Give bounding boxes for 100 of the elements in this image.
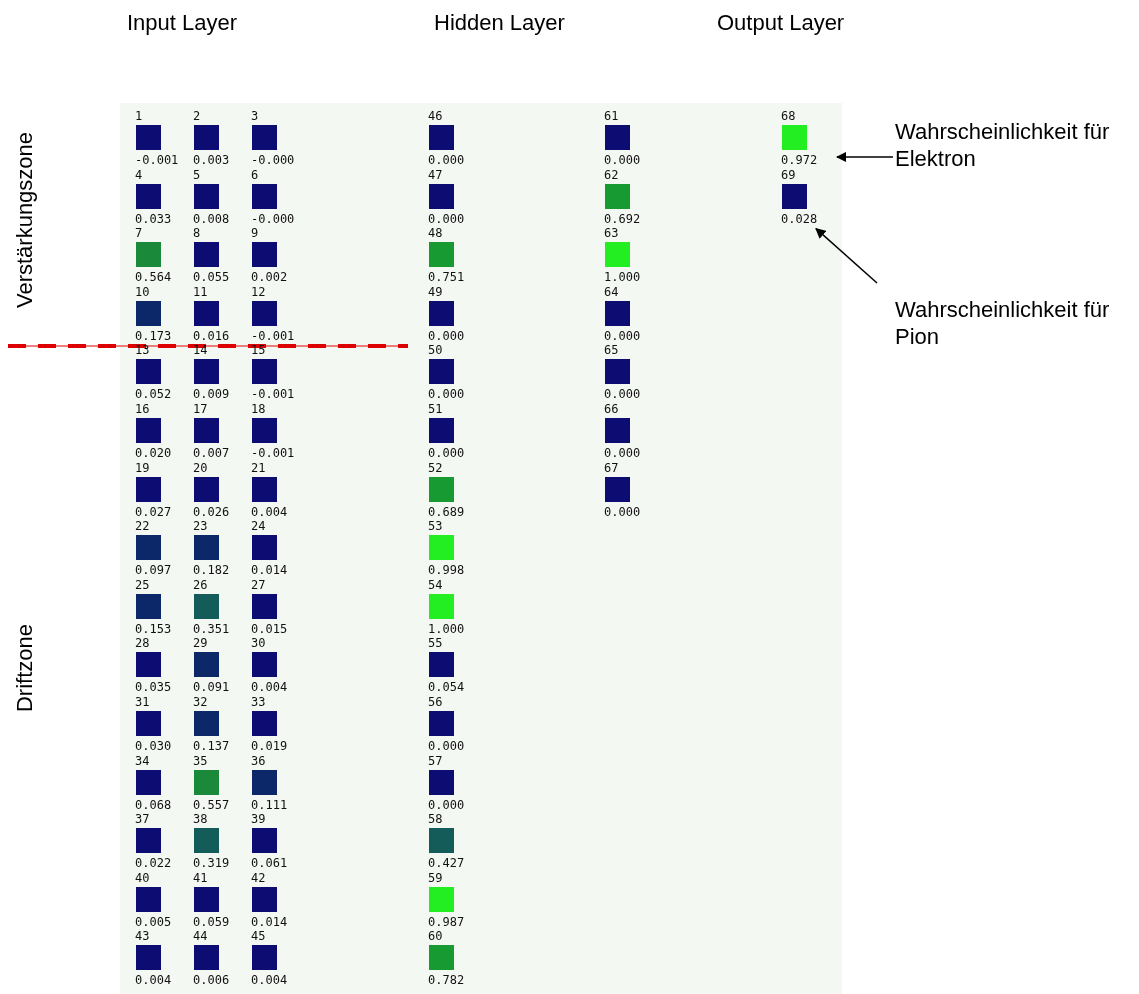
activation-value: 0.004 — [251, 505, 288, 519]
unit-number: 12 — [251, 285, 266, 299]
unit-number: 57 — [428, 754, 443, 768]
activation-value: 0.015 — [251, 622, 288, 636]
unit-number: 39 — [251, 813, 266, 827]
activation-value: 0.005 — [135, 915, 172, 929]
activation-value: 0.751 — [428, 271, 465, 285]
unit-number: 58 — [428, 813, 443, 827]
unit-number: 33 — [251, 696, 266, 709]
unit-number: 60 — [428, 930, 443, 944]
unit-number: 65 — [604, 344, 619, 358]
activation-value: 0.782 — [428, 974, 465, 988]
activation-value: 0.000 — [604, 447, 641, 460]
unit-number: 69 — [781, 168, 796, 182]
unit-number: 18 — [251, 403, 266, 416]
layer-heading: Output Layer — [717, 10, 845, 36]
unit-number: 54 — [428, 578, 443, 592]
unit-number: 32 — [193, 696, 208, 709]
activation-value: 0.000 — [428, 212, 465, 226]
unit-number: 5 — [193, 168, 201, 182]
unit-number: 10 — [135, 285, 150, 299]
unit-number: 2 — [193, 110, 201, 123]
unit-number: 29 — [193, 637, 208, 651]
activation-value: 0.014 — [251, 564, 288, 578]
unit-number: 64 — [604, 285, 619, 299]
activation-value: 0.002 — [251, 271, 288, 285]
activation-value: 0.000 — [604, 154, 641, 167]
annotation-text: Wahrscheinlichkeit für Elektron — [895, 118, 1139, 172]
activation-value: 0.026 — [193, 505, 230, 519]
activation-value: 0.182 — [193, 564, 230, 578]
activation-value: -0.001 — [251, 329, 295, 343]
unit-number: 3 — [251, 110, 259, 123]
activation-value: 0.319 — [193, 857, 230, 871]
unit-number: 11 — [193, 285, 208, 299]
activation-value: 0.987 — [428, 915, 465, 929]
unit-number: 1 — [135, 110, 143, 123]
activation-value: 0.564 — [135, 271, 172, 285]
activation-value: 0.019 — [251, 740, 288, 753]
unit-number: 19 — [135, 461, 150, 475]
unit-number: 27 — [251, 578, 266, 592]
activation-value: 0.000 — [428, 740, 465, 753]
unit-number: 61 — [604, 110, 619, 123]
activation-value: 0.055 — [193, 271, 230, 285]
layer-heading: Input Layer — [127, 10, 238, 36]
unit-number: 8 — [193, 227, 201, 241]
unit-number: 25 — [135, 578, 150, 592]
unit-number: 52 — [428, 461, 443, 475]
activation-value: 0.006 — [193, 974, 230, 988]
unit-number: 37 — [135, 813, 150, 827]
unit-number: 35 — [193, 754, 208, 768]
activation-value: 0.009 — [193, 388, 230, 402]
unit-number: 66 — [604, 403, 619, 416]
activation-value: 0.000 — [604, 505, 641, 519]
activation-value: 0.000 — [428, 154, 465, 167]
unit-number: 68 — [781, 110, 796, 123]
activation-value: 0.091 — [193, 681, 230, 695]
unit-number: 36 — [251, 754, 266, 768]
activation-value: 0.000 — [604, 329, 641, 343]
activation-value: 0.022 — [135, 857, 172, 871]
activation-value: 0.004 — [135, 974, 172, 988]
activation-value: 0.000 — [428, 447, 465, 460]
activation-value: 0.000 — [604, 388, 641, 402]
unit-number: 40 — [135, 871, 150, 885]
activation-value: 0.000 — [428, 329, 465, 343]
activation-value: 0.007 — [193, 447, 230, 460]
unit-number: 6 — [251, 168, 259, 182]
activation-value: 0.000 — [428, 798, 465, 812]
activation-value: 0.111 — [251, 798, 288, 812]
activation-value: 0.016 — [193, 329, 230, 343]
activation-value: 1.000 — [428, 622, 465, 636]
activation-value: 0.557 — [193, 798, 230, 812]
activation-value: -0.000 — [251, 212, 295, 226]
unit-number: 26 — [193, 578, 208, 592]
unit-number: 20 — [193, 461, 208, 475]
activation-value: 0.035 — [135, 681, 172, 695]
activation-value: -0.001 — [251, 447, 295, 460]
unit-number: 44 — [193, 930, 208, 944]
unit-number: 55 — [428, 637, 443, 651]
unit-number: 31 — [135, 696, 150, 709]
unit-number: 48 — [428, 227, 443, 241]
unit-number: 43 — [135, 930, 150, 944]
unit-number: 50 — [428, 344, 443, 358]
layer-heading: Hidden Layer — [434, 10, 565, 36]
unit-number: 22 — [135, 520, 150, 534]
unit-number: 47 — [428, 168, 443, 182]
activation-value: 0.972 — [781, 154, 818, 167]
activation-value: 0.003 — [193, 154, 230, 167]
activation-value: 0.998 — [428, 564, 465, 578]
annotation-text: Wahrscheinlichkeit für Pion — [895, 296, 1139, 350]
zone-label: Verstärkungszone — [12, 131, 39, 309]
activation-value: 0.033 — [135, 212, 172, 226]
unit-number: 9 — [251, 227, 259, 241]
unit-number: 16 — [135, 403, 150, 416]
activation-value: 0.014 — [251, 915, 288, 929]
activation-value: 0.052 — [135, 388, 172, 402]
activation-value: 0.008 — [193, 212, 230, 226]
activation-value: 0.351 — [193, 622, 230, 636]
unit-number: 34 — [135, 754, 150, 768]
arrow — [835, 151, 894, 163]
activation-value: 0.689 — [428, 505, 465, 519]
